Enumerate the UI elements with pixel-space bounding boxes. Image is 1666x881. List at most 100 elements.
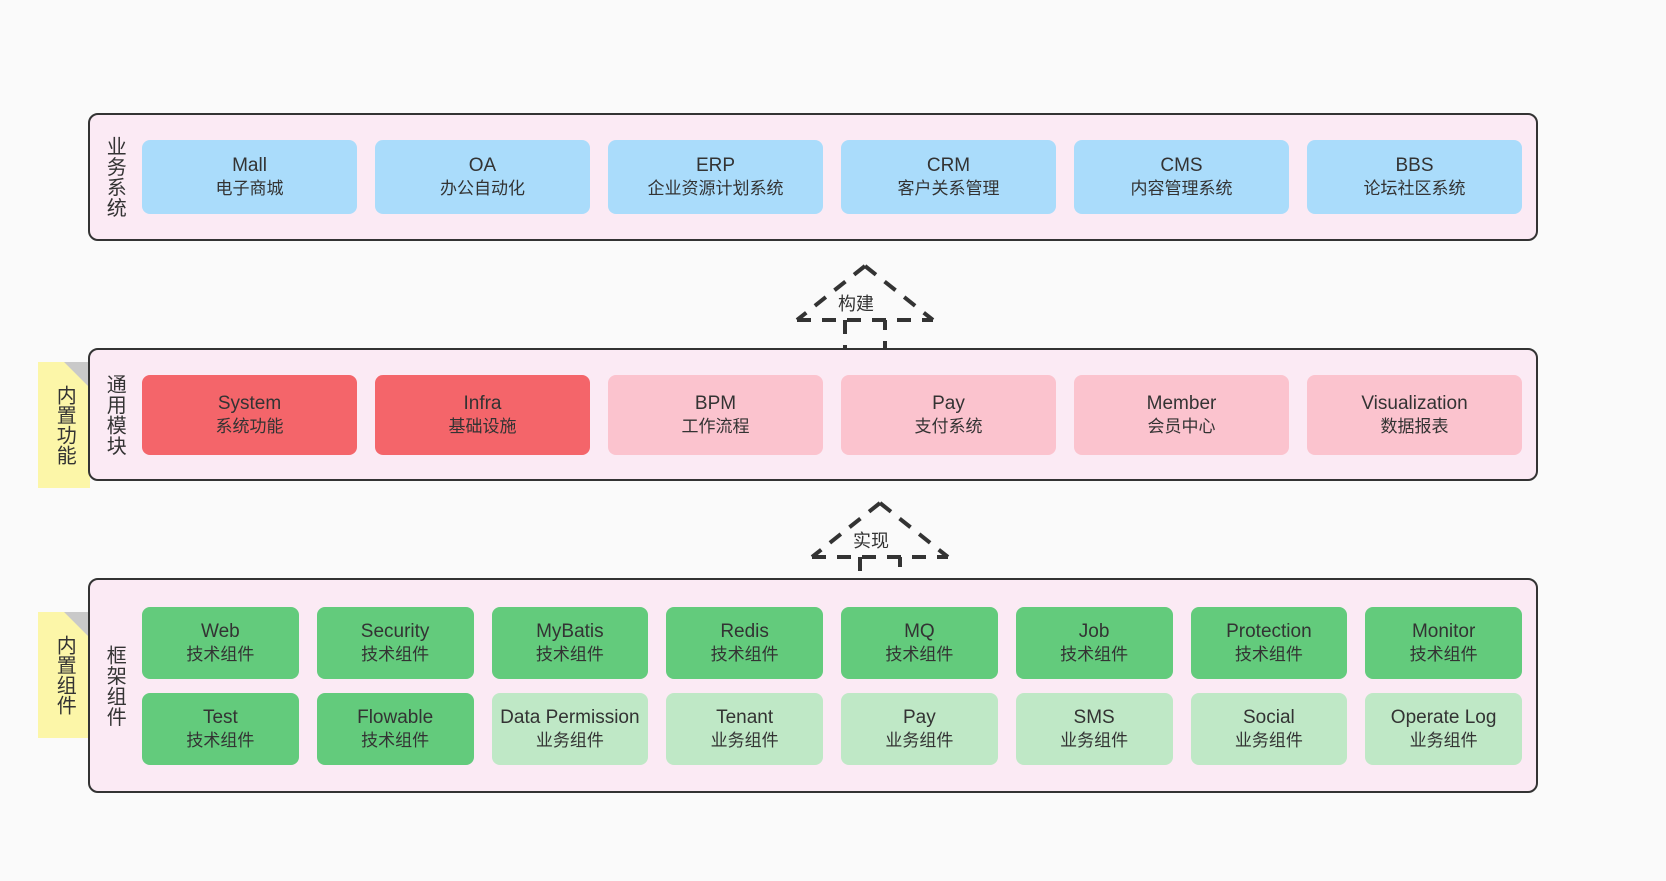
card-subtitle: 论坛社区系统 — [1363, 179, 1466, 199]
card-subtitle: 电子商城 — [215, 179, 284, 199]
layer-body-common-modules: System 系统功能 Infra 基础设施 BPM 工作流程 Pay 支付系统… — [138, 350, 1536, 479]
card-title: OA — [468, 155, 497, 177]
card-security[interactable]: Security 技术组件 — [316, 606, 474, 679]
card-title: Operate Log — [1390, 706, 1497, 728]
card-title: System — [217, 392, 282, 414]
layer-title-framework-components: 框架组件 — [103, 644, 126, 727]
implement-arrow-label: 实现 — [853, 531, 889, 551]
card-pay-business[interactable]: Pay 业务组件 — [841, 692, 998, 765]
card-subtitle: 内容管理系统 — [1130, 179, 1233, 199]
card-title: Pay — [932, 392, 965, 414]
card-title: Monitor — [1411, 620, 1476, 642]
card-subtitle: 支付系统 — [914, 416, 983, 436]
card-subtitle: 技术组件 — [535, 644, 604, 664]
card-subtitle: 技术组件 — [1409, 644, 1478, 664]
card-test[interactable]: Test 技术组件 — [142, 692, 299, 765]
card-cms[interactable]: CMS 内容管理系统 — [1074, 140, 1289, 214]
card-title: Member — [1146, 392, 1217, 414]
card-subtitle: 技术组件 — [186, 644, 255, 664]
layer-title-common-modules: 通用模块 — [103, 373, 126, 456]
card-crm[interactable]: CRM 客户关系管理 — [841, 140, 1056, 214]
note-fold-icon — [64, 612, 90, 638]
card-flowable[interactable]: Flowable 技术组件 — [316, 692, 474, 765]
card-title: Test — [202, 706, 238, 728]
card-mybatis[interactable]: MyBatis 技术组件 — [491, 606, 649, 679]
card-job[interactable]: Job 技术组件 — [1015, 606, 1173, 679]
layer-common-modules: 通用模块 System 系统功能 Infra 基础设施 BPM 工作流程 Pay… — [88, 348, 1538, 481]
card-subtitle: 基础设施 — [448, 416, 517, 436]
card-subtitle: 业务组件 — [535, 730, 604, 750]
note-fold-icon — [64, 362, 90, 388]
card-subtitle: 技术组件 — [186, 730, 255, 750]
note-builtin-features: 内置功能 — [38, 362, 90, 488]
card-tenant[interactable]: Tenant 业务组件 — [666, 692, 823, 765]
card-subtitle: 技术组件 — [1060, 644, 1129, 664]
card-row-technical: Web 技术组件 Security 技术组件 MyBatis 技术组件 Redi… — [142, 606, 1522, 679]
layer-framework-components: 框架组件 Web 技术组件 Security 技术组件 MyBatis 技术组件… — [88, 578, 1538, 793]
layer-body-business-system: Mall 电子商城 OA 办公自动化 ERP 企业资源计划系统 CRM 客户关系… — [138, 115, 1536, 239]
card-title: MQ — [904, 620, 935, 642]
layer-body-framework-components: Web 技术组件 Security 技术组件 MyBatis 技术组件 Redi… — [138, 580, 1536, 791]
card-title: Infra — [463, 392, 502, 414]
card-subtitle: 技术组件 — [1234, 644, 1303, 664]
card-bbs[interactable]: BBS 论坛社区系统 — [1307, 140, 1522, 214]
build-arrow-label: 构建 — [838, 294, 874, 314]
card-title: Web — [201, 620, 240, 642]
card-redis[interactable]: Redis 技术组件 — [666, 606, 823, 679]
card-sms[interactable]: SMS 业务组件 — [1015, 692, 1173, 765]
card-subtitle: 会员中心 — [1147, 416, 1216, 436]
card-subtitle: 系统功能 — [215, 416, 284, 436]
card-title: MyBatis — [536, 620, 604, 642]
card-operate-log[interactable]: Operate Log 业务组件 — [1365, 692, 1522, 765]
card-title: Job — [1078, 620, 1110, 642]
layer-business-system: 业务系统 Mall 电子商城 OA 办公自动化 ERP 企业资源计划系统 CRM… — [88, 113, 1538, 241]
card-mq[interactable]: MQ 技术组件 — [841, 606, 998, 679]
card-subtitle: 办公自动化 — [440, 179, 525, 199]
card-title: Social — [1243, 706, 1295, 728]
note-label: 内置功能 — [53, 385, 76, 465]
card-pay[interactable]: Pay 支付系统 — [841, 374, 1056, 455]
card-title: Data Permission — [500, 706, 640, 728]
card-oa[interactable]: OA 办公自动化 — [375, 140, 590, 214]
card-title: Flowable — [357, 706, 434, 728]
card-title: Security — [360, 620, 430, 642]
card-subtitle: 客户关系管理 — [897, 179, 1000, 199]
card-system[interactable]: System 系统功能 — [142, 374, 357, 455]
card-bpm[interactable]: BPM 工作流程 — [608, 374, 823, 455]
card-title: SMS — [1073, 706, 1115, 728]
card-member[interactable]: Member 会员中心 — [1074, 374, 1289, 455]
card-row: Mall 电子商城 OA 办公自动化 ERP 企业资源计划系统 CRM 客户关系… — [142, 140, 1522, 214]
card-title: Redis — [720, 620, 769, 642]
card-subtitle: 业务组件 — [710, 730, 779, 750]
note-builtin-components: 内置组件 — [38, 612, 90, 738]
card-subtitle: 工作流程 — [681, 416, 750, 436]
card-visualization[interactable]: Visualization 数据报表 — [1307, 374, 1522, 455]
card-data-permission[interactable]: Data Permission 业务组件 — [491, 692, 649, 765]
card-title: Mall — [232, 155, 267, 177]
card-title: Visualization — [1361, 392, 1468, 414]
card-infra[interactable]: Infra 基础设施 — [375, 374, 590, 455]
card-title: BPM — [694, 392, 737, 414]
card-title: BBS — [1395, 155, 1434, 177]
card-subtitle: 技术组件 — [361, 644, 430, 664]
card-subtitle: 数据报表 — [1380, 416, 1449, 436]
card-mall[interactable]: Mall 电子商城 — [142, 140, 357, 214]
layer-title-business-system: 业务系统 — [103, 136, 126, 218]
card-subtitle: 技术组件 — [361, 730, 430, 750]
card-subtitle: 业务组件 — [1060, 730, 1129, 750]
card-web[interactable]: Web 技术组件 — [142, 606, 299, 679]
card-subtitle: 企业资源计划系统 — [647, 179, 784, 199]
card-title: Tenant — [716, 706, 774, 728]
card-title: Protection — [1226, 620, 1312, 642]
card-protection[interactable]: Protection 技术组件 — [1190, 606, 1348, 679]
card-monitor[interactable]: Monitor 技术组件 — [1365, 606, 1522, 679]
card-social[interactable]: Social 业务组件 — [1190, 692, 1348, 765]
note-label: 内置组件 — [53, 635, 76, 715]
card-title: ERP — [695, 155, 736, 177]
card-subtitle: 技术组件 — [710, 644, 779, 664]
card-erp[interactable]: ERP 企业资源计划系统 — [608, 140, 823, 214]
card-title: Pay — [903, 706, 936, 728]
card-subtitle: 业务组件 — [1234, 730, 1303, 750]
card-row-business: Test 技术组件 Flowable 技术组件 Data Permission … — [142, 692, 1522, 765]
